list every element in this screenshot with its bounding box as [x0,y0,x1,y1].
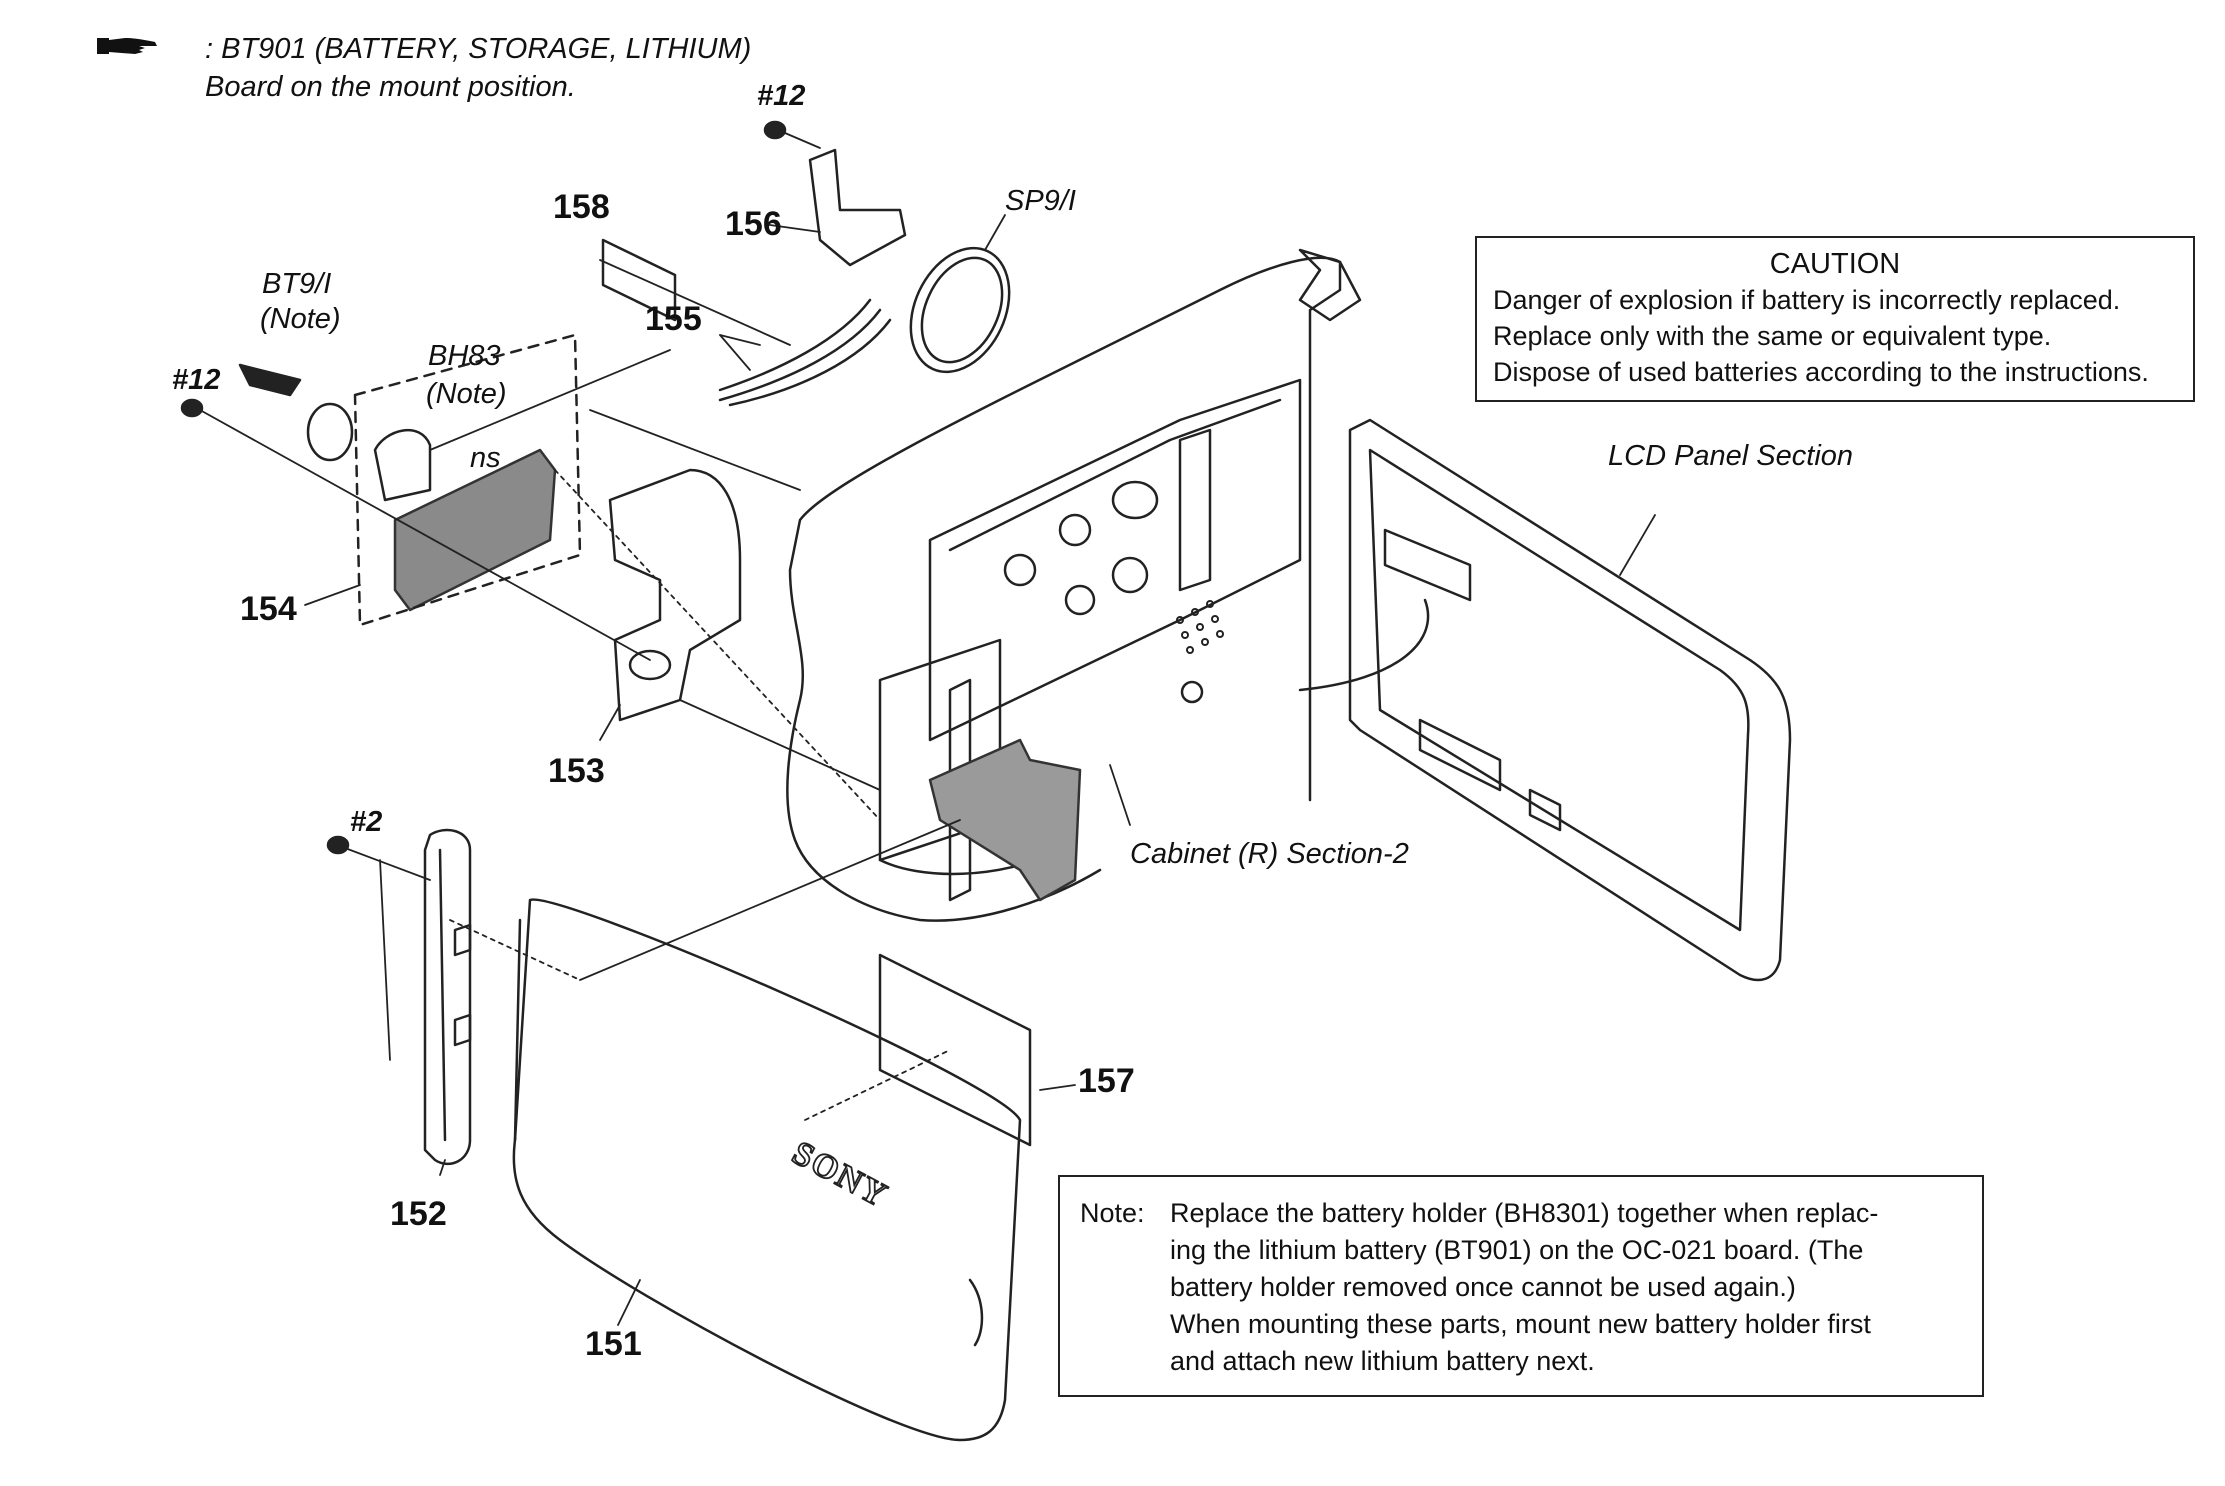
note-line2: ing the lithium battery (BT901) on the O… [1170,1235,1864,1265]
note-line4: When mounting these parts, mount new bat… [1170,1309,1871,1339]
lithium-battery-bt901 [306,402,354,462]
side-bracket-152-tab [453,923,472,1047]
screw-label-top: #12 [757,80,806,112]
speaker-sp901 [909,246,1011,374]
part-label-156: 156 [725,205,782,243]
note-box: Note: Replace the battery holder (BH8301… [1058,1175,1984,1397]
board-154 [393,448,557,612]
screw-label-left: #12 [172,364,221,396]
part-label-157: 157 [1078,1062,1135,1100]
sp901-label: SP9/I [1005,185,1076,217]
part-label-151: 151 [585,1325,642,1363]
battery-holder-bh8301 [373,428,432,502]
lcd-panel-inner [1368,448,1750,932]
part-label-153: 153 [548,752,605,790]
pointing-hand-icon [95,34,175,58]
part-label-154: 154 [240,590,297,628]
sticker-157 [878,953,1032,1147]
bracket-153-hole [628,649,672,681]
screw-label-2: #2 [350,806,383,838]
header-line1: : BT901 (BATTERY, STORAGE, LITHIUM) [205,33,752,65]
camera-body-top [1308,260,1342,802]
front-cover-edge [513,918,522,1142]
note-line5: and attach new lithium battery next. [1170,1346,1595,1376]
bt901-label: BT9/I [262,268,332,300]
hinge-flex [928,738,1082,902]
lcd-connector-bottom [1418,718,1502,792]
bh8301-note-label: (Note) [426,378,507,410]
note-body: Replace the battery holder (BH8301) toge… [1170,1195,1962,1380]
bt901-note-label: (Note) [260,303,341,335]
grip-slot [1178,428,1212,592]
caution-title: CAUTION [1769,248,1901,280]
lcd-panel-label: LCD Panel Section [1608,440,1854,472]
lcd-connector-side [1528,788,1562,832]
hinge-strip [948,678,972,902]
button-power [1003,553,1037,587]
speaker-grille [1176,600,1224,654]
lcd-cable [1298,598,1430,692]
sticker-158 [601,238,677,322]
cabinet-r-label: Cabinet (R) Section-2 [1130,838,1409,870]
front-cover-151 [512,898,1022,1442]
button-small [1064,584,1096,616]
control-panel-inner [948,398,1282,552]
header-note: : BT901 (BATTERY, STORAGE, LITHIUM) Boar… [205,30,751,106]
bh8301-label: BH83 [428,340,501,372]
button-disp [1111,556,1149,594]
bracket-153 [608,468,742,722]
side-bracket-152-inner [438,848,447,1142]
caution-line1: Danger of explosion if battery is incorr… [1493,285,2121,315]
part-label-158: 158 [553,188,610,226]
caution-line2: Replace only with the same or equivalent… [1493,321,2052,351]
board-154-dashed-box [353,333,582,627]
control-panel [928,378,1302,742]
button-large [1111,480,1159,520]
caution-line3: Dispose of used batteries according to t… [1493,357,2149,387]
wires-155 [718,298,892,407]
bracket-156 [808,148,907,267]
button-easy [1058,513,1092,547]
bt901-pointer [238,363,302,397]
lcd-connector-top [1383,528,1472,602]
screws [180,120,787,855]
part-label-152: 152 [390,1195,447,1233]
camera-body-outline [786,248,1362,922]
side-bracket-152 [423,828,472,1166]
part-label-155: 155 [645,300,702,338]
note-line3: battery holder removed once cannot be us… [1170,1272,1796,1302]
front-cover-highlight [968,1278,984,1347]
leader-lines [199,132,1656,1326]
speaker-sp901-inner [920,256,1004,364]
lcd-panel-frame [1348,418,1792,982]
header-line2: Board on the mount position. [205,71,576,103]
caution-box: CAUTION Danger of explosion if battery i… [1475,236,2195,402]
note-line1: Replace the battery holder (BH8301) toge… [1170,1198,1879,1228]
ns-label: ns [470,442,501,474]
sony-logo: SONY [786,1134,894,1215]
note-head: Note: [1080,1198,1145,1228]
body-jack [1180,680,1204,704]
